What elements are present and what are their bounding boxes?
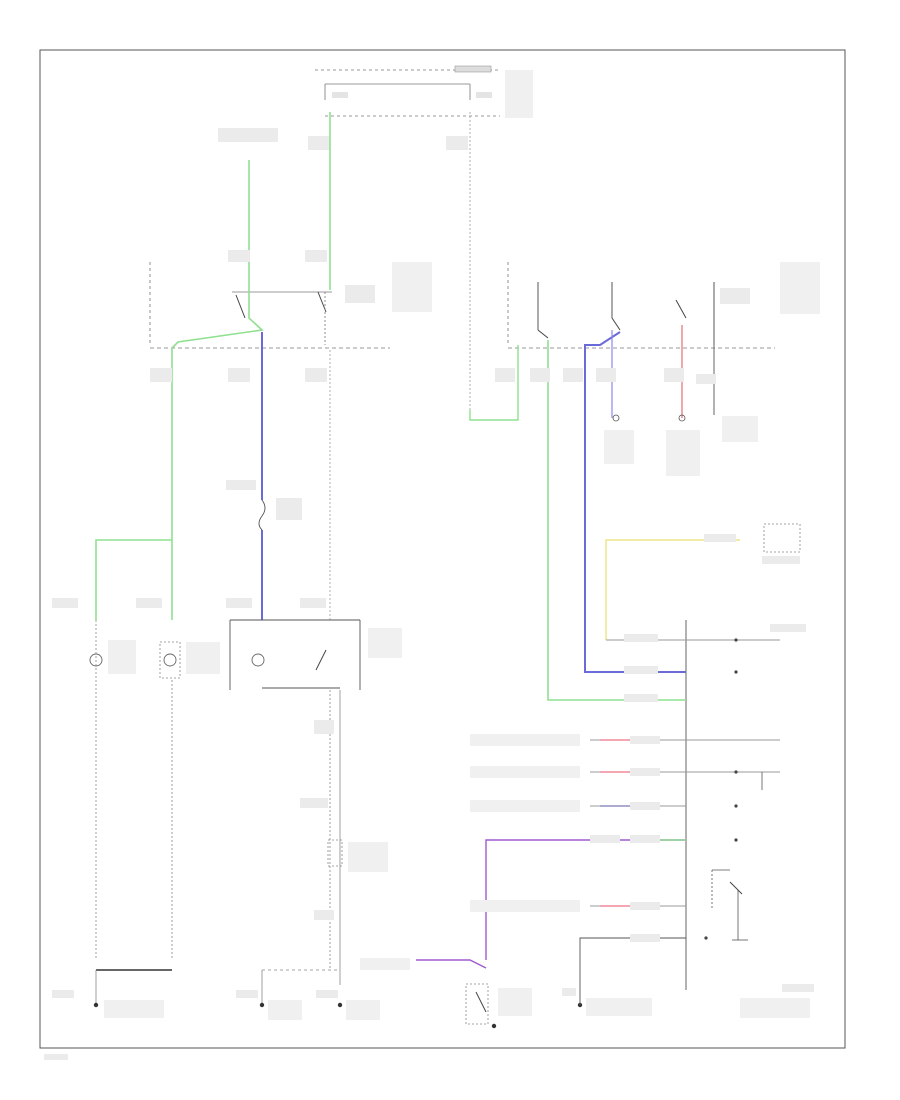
inline-fuse [226,480,302,531]
right-switch-module [507,262,820,349]
diagram-frame [39,49,846,1049]
sensor-box [762,523,801,564]
center-switch-box [229,619,402,690]
key-switch [465,983,532,1025]
control-unit [606,620,806,990]
control-unit-relay [711,869,748,941]
bus-inputs [470,734,780,1005]
right-lamp [159,641,220,960]
left-lamp [89,620,136,960]
bottom-center-lamp [327,839,388,872]
top-fuse-box [315,65,533,118]
left-switch-module [149,250,432,349]
